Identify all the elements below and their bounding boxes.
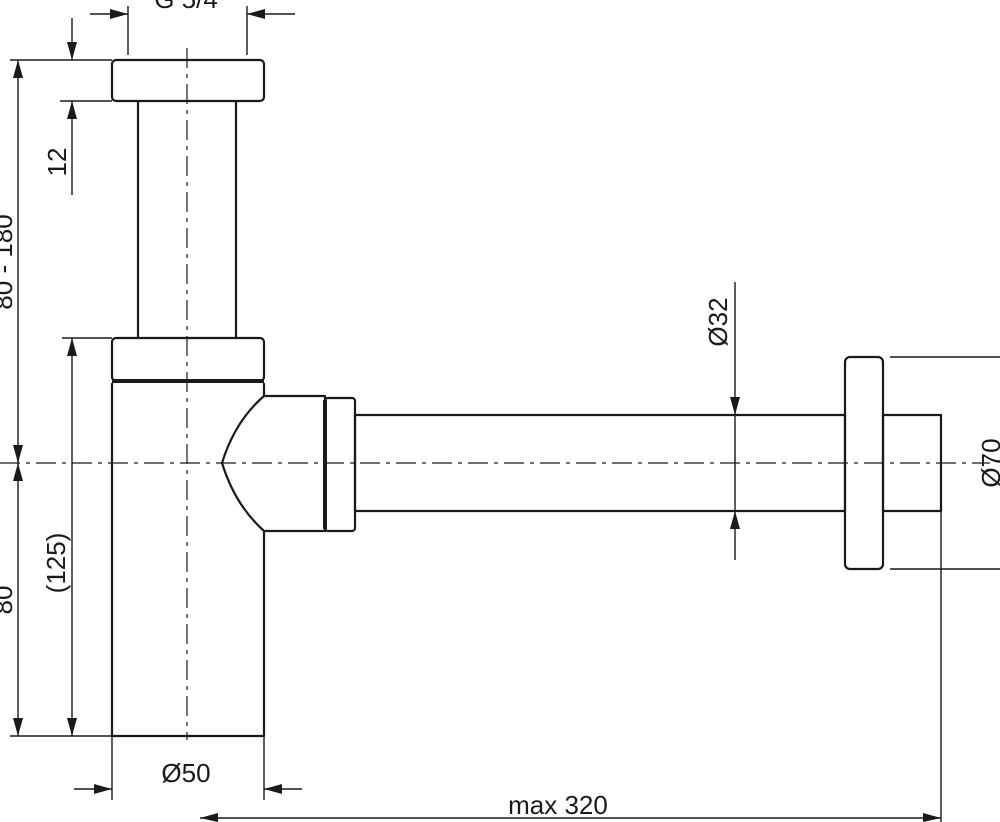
body-diameter-label: Ø50 — [161, 758, 210, 788]
flange-diameter-dimension — [890, 356, 1000, 570]
body-height-dimension — [62, 337, 112, 736]
outlet-elbow — [220, 394, 327, 533]
outlet-diameter-label: Ø32 — [703, 297, 733, 346]
height-range-dimension — [10, 59, 60, 463]
body-diameter-dimension — [74, 736, 302, 800]
max-length-label: max 320 — [508, 790, 608, 820]
outlet-collar — [323, 396, 357, 533]
nut-height-label: 12 — [42, 148, 72, 177]
nut-height-dimension — [60, 18, 112, 195]
center-height-label: 80 — [0, 586, 18, 615]
flange-diameter-label: Ø70 — [976, 438, 1000, 487]
center-height-dimension — [10, 463, 112, 737]
height-range-label: 80 - 180 — [0, 214, 18, 309]
top-nut — [110, 58, 266, 103]
max-length-dimension — [200, 511, 942, 822]
thread-dimension — [90, 6, 295, 55]
wall-spigot — [881, 413, 943, 513]
thread-label: G 5/4 — [154, 0, 218, 14]
outlet-diameter-dimension — [730, 282, 740, 560]
body-height-label: (125) — [41, 533, 71, 594]
trap-body — [110, 383, 266, 738]
body-top-cap — [110, 336, 266, 383]
